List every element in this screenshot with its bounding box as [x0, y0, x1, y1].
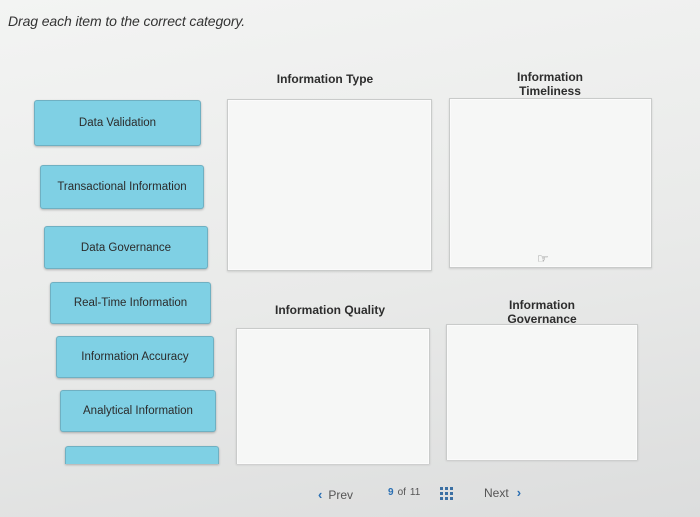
- next-label: Next: [484, 485, 509, 500]
- drag-item-label: Data Governance: [80, 241, 172, 254]
- category-header-line1: Information: [517, 70, 583, 84]
- drag-item-transactional-information[interactable]: Transactional Information: [40, 165, 204, 209]
- page-of: of: [397, 487, 406, 498]
- drag-item-data-governance[interactable]: Data Governance: [44, 226, 208, 269]
- category-header-line2: Governance: [507, 312, 577, 326]
- drop-zone-information-governance[interactable]: [446, 324, 638, 460]
- next-button[interactable]: Next ›: [484, 485, 521, 500]
- drag-item-label: Analytical Information: [83, 405, 193, 417]
- category-header-information-timeliness: Information Timeliness: [470, 70, 630, 98]
- drag-item-data-validation[interactable]: Data Validation: [34, 100, 201, 146]
- chevron-left-icon: ‹: [318, 487, 323, 502]
- prev-label: Prev: [328, 487, 354, 502]
- category-header-line1: Information Type: [276, 72, 374, 86]
- drag-item-real-time-information[interactable]: Real-Time Information: [50, 282, 211, 324]
- chevron-right-icon: ›: [516, 485, 522, 500]
- drop-zone-information-type[interactable]: [227, 99, 432, 271]
- instruction-text: Drag each item to the correct category.: [8, 13, 246, 29]
- page-current: 9: [388, 487, 394, 498]
- category-header-line1: Information Quality: [274, 303, 385, 317]
- drag-item-partial[interactable]: [65, 446, 219, 464]
- page-total: 11: [409, 487, 421, 498]
- grid-icon[interactable]: [440, 487, 453, 500]
- drop-zone-information-timeliness[interactable]: [449, 98, 652, 268]
- category-header-information-type: Information Type: [240, 72, 410, 86]
- prev-button[interactable]: ‹ Prev: [318, 487, 353, 502]
- drag-item-label: Transactional Information: [57, 181, 187, 193]
- hand-cursor-icon: ☞: [537, 251, 549, 266]
- drag-item-information-accuracy[interactable]: Information Accuracy: [56, 336, 214, 378]
- category-header-line2: Timeliness: [519, 84, 581, 98]
- drop-zone-information-quality[interactable]: [236, 328, 430, 464]
- drag-item-label: Real-Time Information: [73, 297, 188, 309]
- category-header-line1: Information: [509, 298, 575, 312]
- drag-item-label: Data Validation: [78, 117, 157, 129]
- page-indicator: 9 of 11: [388, 487, 420, 498]
- drag-item-analytical-information[interactable]: Analytical Information: [60, 390, 216, 432]
- drag-item-label: Information Accuracy: [81, 351, 189, 363]
- category-header-information-governance: Information Governance: [462, 298, 622, 326]
- category-header-information-quality: Information Quality: [245, 303, 415, 317]
